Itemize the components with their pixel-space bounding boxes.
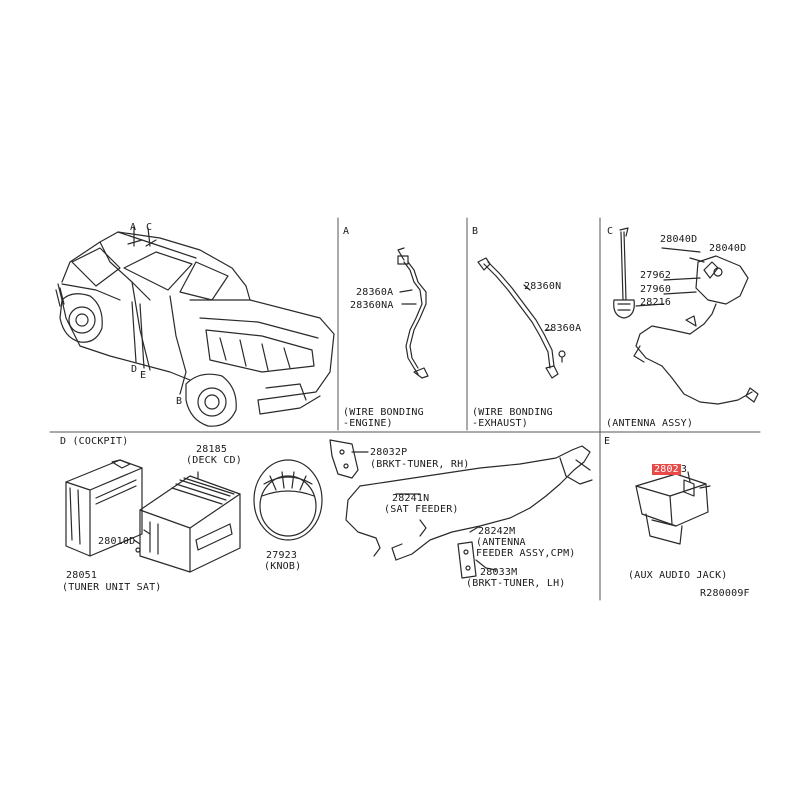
part-27960: 27960 <box>640 284 672 295</box>
part-28185: 28185 <box>196 444 228 455</box>
caption-wire-bonding-exhaust-1: (WIRE BONDING <box>472 407 553 418</box>
part-28360a-b: 28360A <box>544 323 582 334</box>
part-28040d-1: 28040D <box>660 234 698 245</box>
label-knob: (KNOB) <box>264 561 302 572</box>
label-brkt-tuner-rh: (BRKT-TUNER, RH) <box>370 459 470 470</box>
part-28010d: 28010D <box>98 536 136 547</box>
part-28242m: 28242M <box>478 526 516 537</box>
caption-wire-bonding-exhaust-2: -EXHAUST) <box>472 418 528 429</box>
callout-e: E <box>140 370 147 381</box>
panel-d-header: D (COCKPIT) <box>60 436 129 447</box>
caption-aux-audio-jack: (AUX AUDIO JACK) <box>628 570 728 581</box>
label-sat-feeder: (SAT FEEDER) <box>384 504 459 515</box>
callout-d: D <box>131 364 138 375</box>
part-28360a: 28360A <box>356 287 394 298</box>
knob-drawing <box>253 459 323 541</box>
caption-antenna-assy: (ANTENNA ASSY) <box>606 418 694 429</box>
caption-wire-bonding-engine-1: (WIRE BONDING <box>343 407 424 418</box>
panel-b-letter: B <box>472 226 479 237</box>
panel-e-letter: E <box>604 436 611 447</box>
label-brkt-tuner-lh: (BRKT-TUNER, LH) <box>466 578 566 589</box>
label-antenna-feeder-1: (ANTENNA <box>476 537 526 548</box>
panel-dividers <box>49 217 761 601</box>
deck-cd-drawing <box>139 471 241 573</box>
wire-bonding-exhaust-drawing <box>477 257 566 379</box>
label-antenna-feeder-2: FEEDER ASSY,CPM) <box>476 548 576 559</box>
caption-wire-bonding-engine-2: -ENGINE) <box>343 418 393 429</box>
panel-a-letter: A <box>343 226 350 237</box>
callout-b: B <box>176 396 183 407</box>
part-28241n: 28241N <box>392 493 430 504</box>
label-deck-cd: (DECK CD) <box>186 455 242 466</box>
part-27962: 27962 <box>640 270 672 281</box>
part-28360n: 28360N <box>524 281 562 292</box>
label-tuner-unit-sat: (TUNER UNIT SAT) <box>62 582 162 593</box>
aux-audio-jack-drawing <box>635 471 711 545</box>
part-28360na: 28360NA <box>350 300 394 311</box>
part-aux-jack-highlight: 2802 <box>652 464 681 475</box>
part-28216: 28216 <box>640 297 672 308</box>
wire-bonding-engine-drawing <box>397 247 429 379</box>
part-28032p: 28032P <box>370 447 408 458</box>
truck-illustration <box>55 225 335 427</box>
sat-feeder-drawing <box>329 439 593 579</box>
part-27923: 27923 <box>266 550 298 561</box>
part-28051: 28051 <box>66 570 98 581</box>
part-aux-jack-suffix: 3 <box>680 464 688 475</box>
tuner-unit-drawing <box>65 459 143 557</box>
part-28040d-2: 28040D <box>709 243 747 254</box>
antenna-assy-drawing <box>613 227 759 405</box>
diagram-code: R280009F <box>700 588 750 599</box>
panel-c-letter: C <box>607 226 614 237</box>
part-28033m: 28033M <box>480 567 518 578</box>
callout-c: C <box>146 222 153 233</box>
callout-a: A <box>130 222 137 233</box>
